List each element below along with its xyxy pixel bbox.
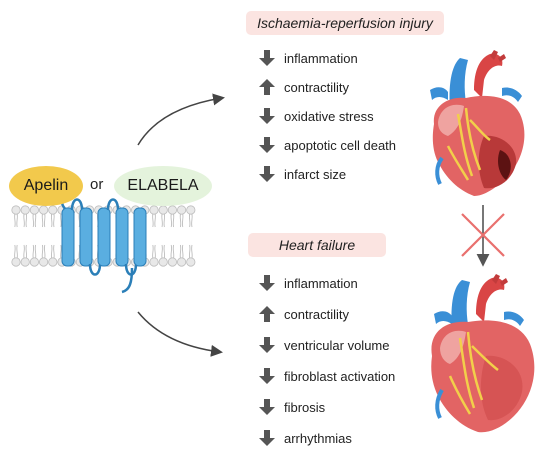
receptor-helix (115, 207, 129, 267)
arrow-to-ischaemia (137, 93, 225, 146)
effect-label: contractility (284, 306, 350, 322)
effect-label: fibroblast activation (284, 368, 396, 384)
arrow-to-heart-failure (137, 311, 223, 357)
receptor-loop (70, 198, 84, 211)
or-connector: or (90, 176, 104, 193)
effect-item: oxidative stress (258, 105, 374, 127)
effect-label: apoptotic cell death (284, 137, 397, 153)
arrow-down-icon (258, 336, 284, 354)
effect-item: arrhythmias (258, 427, 352, 449)
effect-label: contractility (284, 79, 350, 95)
effect-label: fibrosis (284, 399, 326, 415)
heart-infarct-icon (430, 50, 525, 196)
elabela-ligand: ELABELA (114, 166, 212, 206)
effect-item: infarct size (258, 163, 346, 185)
arrow-down-icon (258, 49, 284, 67)
receptor-helix (97, 207, 111, 267)
arrow-down-icon (258, 165, 284, 183)
arrow-up-icon (258, 78, 284, 96)
effect-item: inflammation (258, 272, 358, 294)
arrow-down-icon (258, 107, 284, 125)
effect-label: arrhythmias (284, 430, 352, 446)
effect-item: fibroblast activation (258, 365, 395, 387)
effect-item: contractility (258, 303, 349, 325)
effect-item: inflammation (258, 47, 358, 69)
effect-label: inflammation (284, 275, 358, 291)
effect-item: contractility (258, 76, 349, 98)
effect-label: ventricular volume (284, 337, 390, 353)
heart-failure-title: Heart failure (248, 233, 386, 257)
ischaemia-title: Ischaemia-reperfusion injury (246, 11, 444, 35)
receptor-loop (124, 263, 138, 276)
effect-label: inflammation (284, 50, 358, 66)
blocked-arrow-icon (461, 205, 505, 267)
arrow-down-icon (258, 367, 284, 385)
effect-item: ventricular volume (258, 334, 390, 356)
arrow-down-icon (258, 429, 284, 447)
arrow-down-icon (258, 136, 284, 154)
receptor-helix (133, 207, 147, 267)
apelin-ligand: Apelin (9, 166, 83, 206)
effect-item: apoptotic cell death (258, 134, 396, 156)
heart-icon (431, 274, 535, 433)
effect-label: oxidative stress (284, 108, 374, 124)
cell-membrane-receptor-diagram (11, 190, 196, 294)
receptor-icon (60, 190, 147, 294)
receptor-helix (79, 207, 93, 267)
effect-label: infarct size (284, 166, 347, 182)
effect-item: fibrosis (258, 396, 325, 418)
arrow-down-icon (258, 274, 284, 292)
receptor-helix (61, 207, 75, 267)
receptor-loop (88, 263, 102, 276)
arrow-up-icon (258, 305, 284, 323)
arrow-down-icon (258, 398, 284, 416)
receptor-loop (106, 198, 120, 211)
